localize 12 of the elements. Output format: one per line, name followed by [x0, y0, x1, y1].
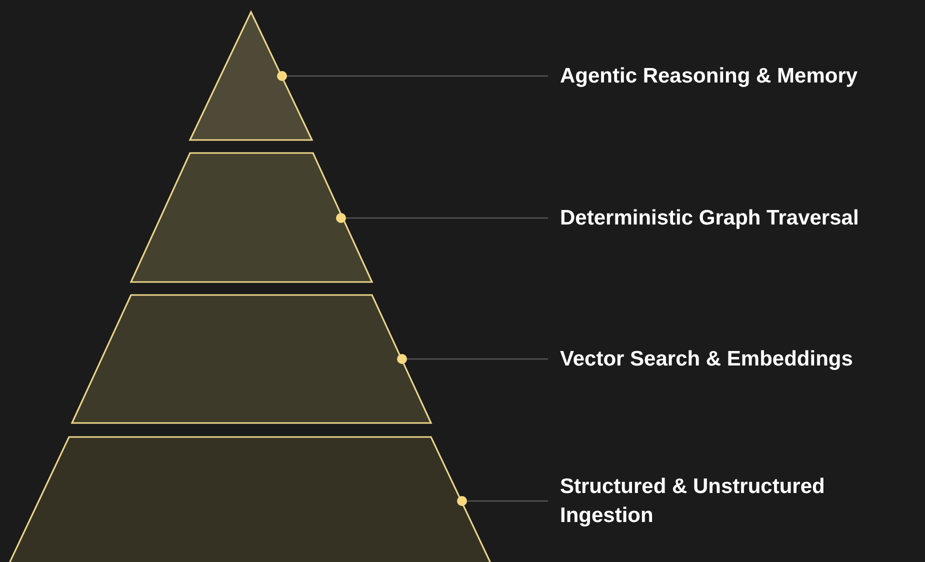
leader-line	[397, 354, 548, 364]
layer-label: Vector Search & Embeddings	[548, 344, 925, 374]
pyramid-layer	[130, 152, 374, 283]
layer-label: Structured & Unstructured Ingestion	[548, 472, 900, 530]
layer-label: Agentic Reasoning & Memory	[548, 62, 925, 90]
pyramid-layer	[6, 436, 494, 562]
pyramid-layer	[188, 10, 314, 141]
leader-line	[457, 496, 548, 506]
layer-label: Deterministic Graph Traversal	[548, 204, 925, 232]
leader-line	[277, 71, 548, 81]
pyramid-layer	[70, 294, 432, 424]
leader-line	[336, 213, 548, 223]
